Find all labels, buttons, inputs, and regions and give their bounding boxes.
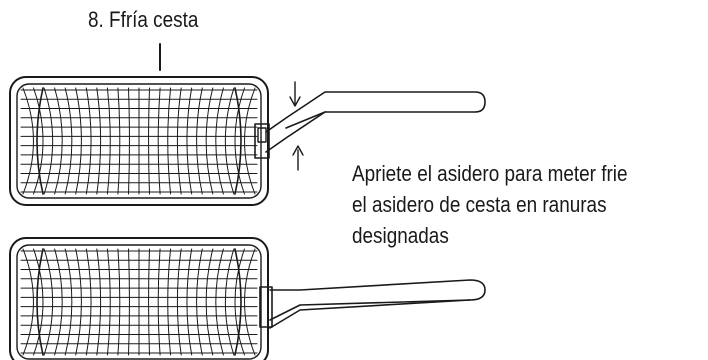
- mesh-wire: [96, 248, 102, 356]
- mesh-wire: [117, 248, 121, 356]
- instruction-line-3: designadas: [352, 223, 449, 248]
- instruction-text: Apriete el asidero para meter frie el as…: [352, 158, 628, 251]
- mesh-wire: [128, 248, 130, 356]
- mesh-wire: [244, 87, 256, 195]
- mesh-wire: [64, 248, 73, 356]
- basket-top-handle-upper: [265, 91, 486, 133]
- basket-top-bracket: [254, 123, 270, 159]
- mesh-wire: [167, 87, 172, 195]
- mesh-wire: [96, 87, 102, 195]
- mesh-wire: [244, 248, 256, 356]
- mesh-wire: [224, 87, 235, 195]
- mesh-wire: [54, 87, 63, 195]
- mesh-wire: [196, 248, 203, 356]
- basket-bottom-mesh: [20, 248, 258, 356]
- basket-top-outer-frame: [9, 76, 269, 206]
- mesh-wire: [33, 87, 44, 195]
- instruction-line-2: el asidero de cesta en ranuras: [352, 192, 607, 217]
- basket-top-bracket-slot: [257, 127, 267, 143]
- squeeze-arrow-up-head: [292, 145, 304, 156]
- mesh-wire: [205, 87, 214, 195]
- mesh-wire: [215, 248, 224, 356]
- basket-top: [9, 76, 486, 206]
- basket-bottom: [9, 237, 486, 360]
- mesh-wire: [128, 87, 130, 195]
- mesh-wire: [205, 248, 214, 356]
- basket-bottom-handle-upper: [269, 279, 486, 321]
- basket-top-mesh: [20, 87, 258, 195]
- mesh-wire: [43, 248, 54, 356]
- mesh-wire: [186, 87, 193, 195]
- mesh-wire: [234, 248, 242, 356]
- mesh-wire: [157, 87, 161, 195]
- instruction-line-1: Apriete el asidero para meter frie: [352, 161, 628, 186]
- mesh-wire: [234, 87, 242, 195]
- mesh-wire: [106, 248, 111, 356]
- mesh-wire: [33, 248, 44, 356]
- mesh-wire: [43, 87, 54, 195]
- mesh-wire: [234, 87, 245, 195]
- mesh-wire: [85, 248, 92, 356]
- squeeze-arrow-down-head: [289, 96, 301, 107]
- basket-bottom-outer-frame: [9, 237, 269, 360]
- mesh-wire: [234, 248, 245, 356]
- mesh-wire: [22, 87, 34, 195]
- mesh-wire: [167, 248, 172, 356]
- mesh-wire: [36, 87, 44, 195]
- basket-bottom-bracket: [259, 286, 273, 328]
- mesh-wire: [75, 87, 82, 195]
- mesh-wire: [54, 248, 63, 356]
- mesh-wire: [196, 87, 203, 195]
- mesh-wire: [75, 248, 82, 356]
- mesh-wire: [148, 87, 150, 195]
- mesh-wire: [224, 248, 235, 356]
- mesh-wire: [117, 87, 121, 195]
- figure-title: 8. Ffría cesta: [88, 7, 199, 32]
- mesh-wire: [148, 248, 150, 356]
- mesh-wire: [176, 248, 182, 356]
- mesh-wire: [85, 87, 92, 195]
- mesh-wire: [22, 248, 34, 356]
- basket-bottom-inner-frame: [16, 244, 262, 360]
- basket-bottom-handle-lower: [269, 299, 471, 329]
- mesh-wire: [157, 248, 161, 356]
- mesh-wire: [36, 248, 44, 356]
- mesh-wire: [176, 87, 182, 195]
- basket-top-handle-lower: [265, 111, 326, 153]
- mesh-wire: [215, 87, 224, 195]
- mesh-wire: [186, 248, 193, 356]
- mesh-wire: [64, 87, 73, 195]
- basket-top-inner-frame: [16, 83, 262, 199]
- mesh-wire: [106, 87, 111, 195]
